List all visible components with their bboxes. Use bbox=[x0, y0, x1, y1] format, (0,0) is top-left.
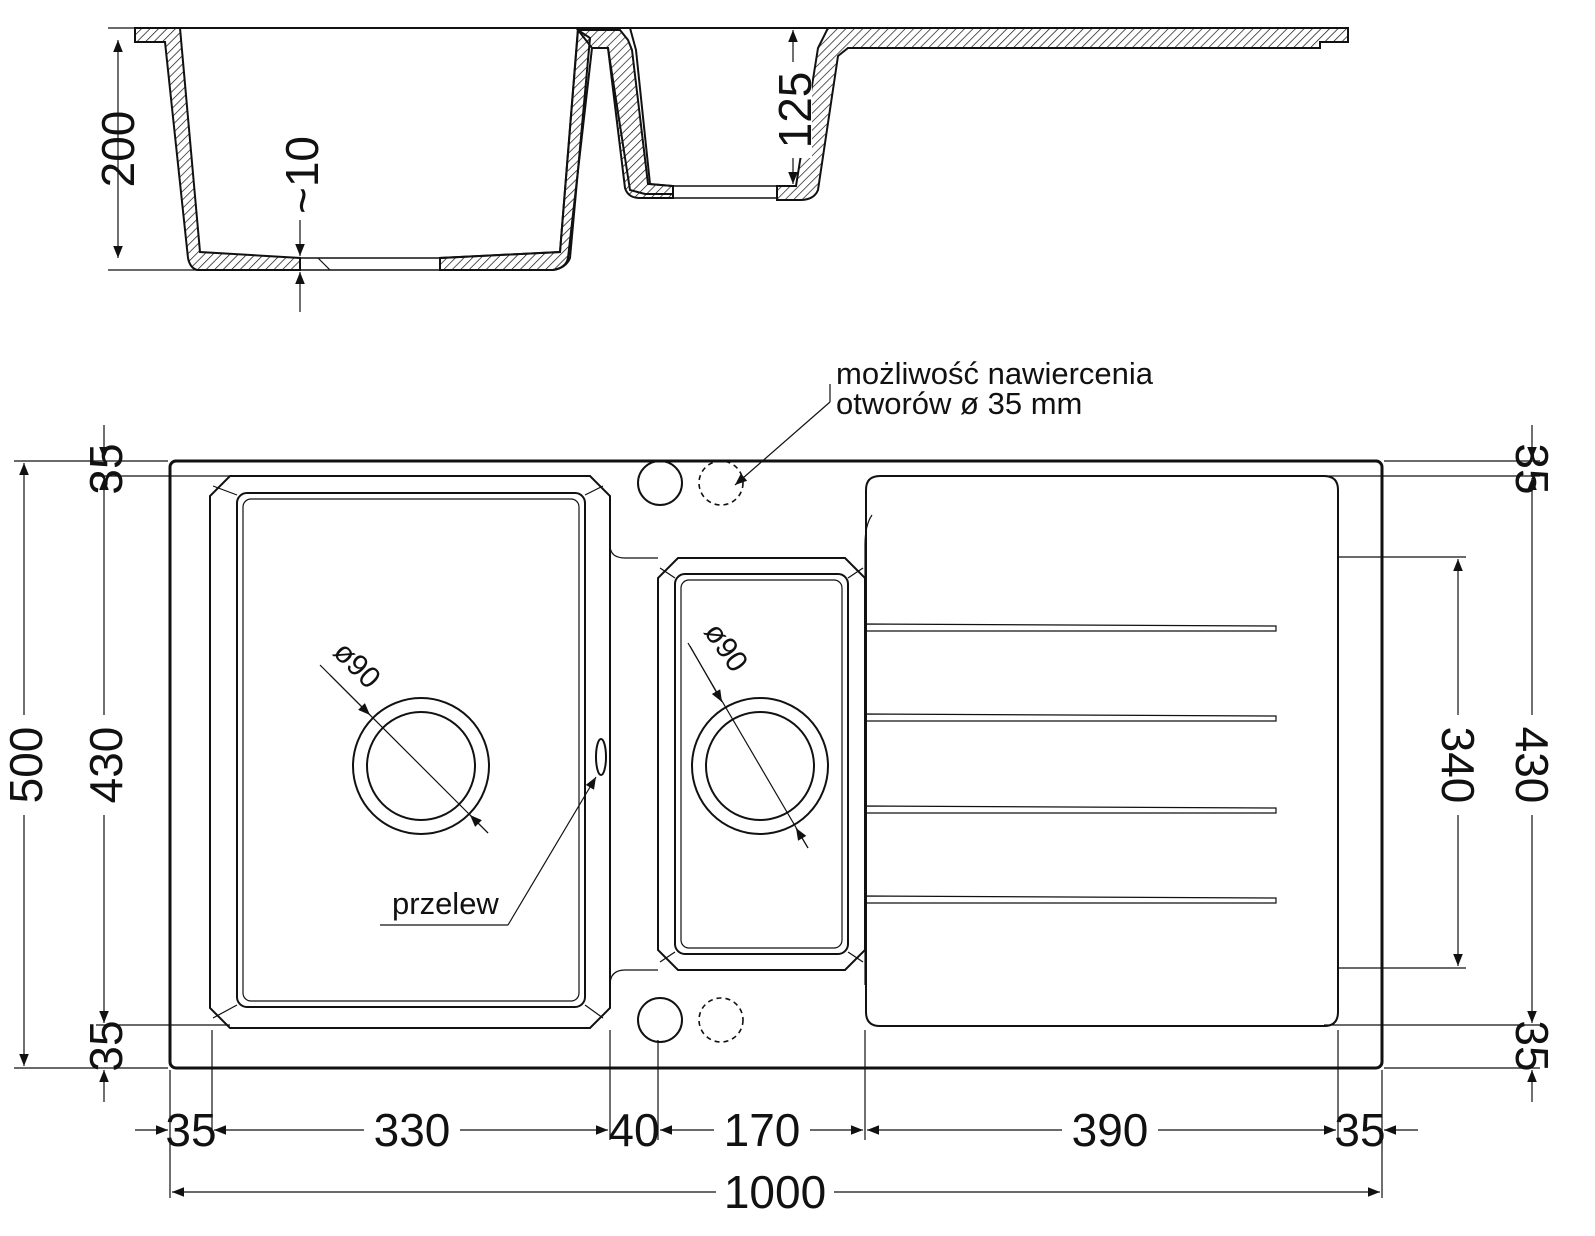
big-drain-diameter: ø90 bbox=[327, 635, 387, 695]
drainer-grooves bbox=[865, 623, 1277, 904]
sink-outline bbox=[168, 459, 1384, 1070]
dim-right-edge-width: 35 bbox=[1334, 1104, 1385, 1156]
dim-bowl-depth-left: 430 bbox=[80, 727, 132, 804]
dim-bottom-margin-left: 35 bbox=[80, 1020, 132, 1071]
dim-bottom-thickness: ~10 bbox=[276, 136, 328, 214]
dim-top-margin-right: 35 bbox=[1506, 443, 1558, 494]
tap-hole-note-line2: otworów ø 35 mm bbox=[836, 386, 1082, 421]
small-bowl-drain-inner bbox=[705, 711, 815, 821]
small-bowl-drain-outer bbox=[691, 697, 829, 835]
dim-left-edge-width: 35 bbox=[165, 1104, 216, 1156]
plan-view: ø90 ø90 przelew możliwość nawiercenia ot… bbox=[168, 356, 1384, 1070]
overflow-label: przelew bbox=[392, 886, 499, 921]
dim-small-bowl-depth: 125 bbox=[769, 72, 821, 149]
dim-top-margin-left: 35 bbox=[80, 443, 132, 494]
dim-section-depth: 200 bbox=[92, 111, 144, 188]
dim-overall-width: 1000 bbox=[724, 1166, 826, 1218]
right-dimensions: 340 430 35 35 bbox=[1324, 425, 1558, 1102]
big-bowl-outer bbox=[209, 475, 611, 1029]
tap-hole-note-line1: możliwość nawiercenia bbox=[836, 356, 1154, 391]
dim-small-bowl-width: 170 bbox=[724, 1104, 801, 1156]
dim-bottom-margin-right: 35 bbox=[1506, 1020, 1558, 1071]
dim-drainer-length: 340 bbox=[1432, 727, 1484, 804]
dim-overall-depth: 500 bbox=[0, 727, 52, 804]
cross-section-view: 200 ~10 125 bbox=[92, 27, 1349, 312]
bottom-dimensions: 35 330 40 170 390 35 1000 bbox=[135, 1030, 1418, 1218]
tap-hole-bottom bbox=[637, 997, 683, 1043]
overflow-slot bbox=[595, 738, 607, 776]
dim-drainer-width: 390 bbox=[1072, 1104, 1149, 1156]
dim-bowl-depth-right: 430 bbox=[1506, 727, 1558, 804]
tap-hole-top bbox=[637, 460, 683, 506]
tap-hole-bottom-optional bbox=[698, 997, 744, 1043]
big-bowl-drain-inner bbox=[366, 711, 476, 821]
dim-divider-width: 40 bbox=[608, 1104, 659, 1156]
small-bowl-outer bbox=[657, 557, 866, 971]
small-drain-diameter: ø90 bbox=[697, 617, 754, 678]
big-bowl-inner bbox=[236, 492, 586, 1008]
small-bowl-inner bbox=[674, 573, 849, 955]
drainer-area bbox=[865, 475, 1339, 1027]
big-bowl-drain-outer bbox=[352, 697, 490, 835]
dim-big-bowl-width: 330 bbox=[374, 1104, 451, 1156]
left-dimensions: 500 430 35 35 bbox=[0, 425, 230, 1102]
